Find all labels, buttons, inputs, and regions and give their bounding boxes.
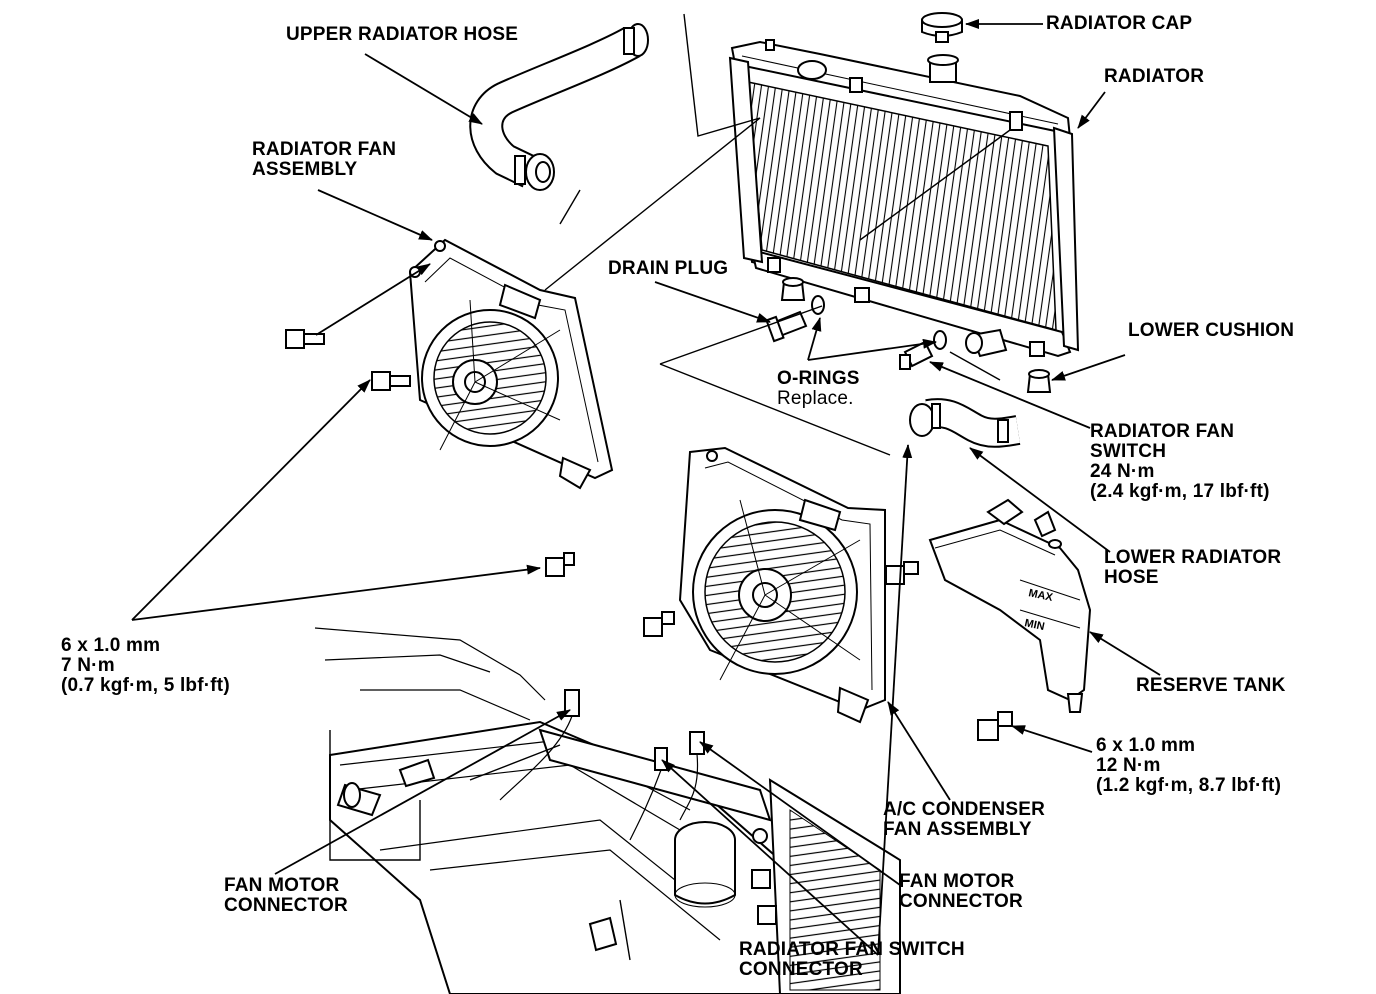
- o-rings-note: Replace.: [777, 388, 854, 409]
- label-lower-cushion: LOWER CUSHION: [1128, 320, 1295, 341]
- label-reserve-tank: RESERVE TANK: [1136, 675, 1286, 696]
- alignment-lines: [329, 13, 1011, 961]
- radiator: [728, 39, 1080, 358]
- label-radiator-fan-switch: RADIATOR FAN SWITCH 24 N·m (2.4 kgf·m, 1…: [1090, 421, 1270, 502]
- label-fan-motor-connector-right: FAN MOTOR CONNECTOR: [899, 871, 1023, 912]
- label-radiator-cap: RADIATOR CAP: [1046, 13, 1193, 34]
- label-radiator-fan-assembly: RADIATOR FAN ASSEMBLY: [252, 139, 397, 180]
- label-o-rings: O-RINGS Replace.: [777, 368, 860, 409]
- drain-plug: [765, 310, 808, 343]
- engine-bay: [314, 627, 901, 994]
- label-radiator: RADIATOR: [1104, 66, 1205, 87]
- label-lower-radiator-hose: LOWER RADIATOR HOSE: [1104, 547, 1282, 588]
- label-fan-motor-connector-left: FAN MOTOR CONNECTOR: [224, 875, 348, 916]
- bolt: [885, 561, 919, 585]
- bolt: [643, 611, 675, 637]
- lower-cushions: [780, 277, 1052, 393]
- leader-lines: [131, 19, 1161, 956]
- lower-radiator-hose: [909, 398, 1021, 448]
- label-bolt-spec-right: 6 x 1.0 mm 12 N·m (1.2 kgf·m, 8.7 lbf·ft…: [1096, 735, 1282, 796]
- o-rings: [811, 295, 947, 350]
- bolt: [371, 371, 411, 391]
- label-bolt-spec-left: 6 x 1.0 mm 7 N·m (0.7 kgf·m, 5 lbf·ft): [61, 635, 230, 696]
- radiator-cap: [921, 12, 963, 43]
- reserve-tank: MAX MIN: [928, 498, 1092, 713]
- tank-min-marking: MIN: [1023, 617, 1045, 633]
- bolt: [977, 711, 1013, 741]
- ac-condenser-fan-assembly: [678, 446, 886, 724]
- label-upper-radiator-hose: UPPER RADIATOR HOSE: [286, 24, 519, 45]
- radiator-fan-assembly: [408, 238, 614, 490]
- label-radiator-fan-switch-connector: RADIATOR FAN SWITCH CONNECTOR: [739, 939, 965, 980]
- bolt: [285, 329, 325, 349]
- label-drain-plug: DRAIN PLUG: [608, 258, 729, 279]
- bolt: [545, 552, 575, 577]
- upper-radiator-hose: [469, 23, 649, 191]
- tank-max-marking: MAX: [1027, 587, 1054, 604]
- label-ac-condenser-fan-assembly: A/C CONDENSER FAN ASSEMBLY: [883, 799, 1046, 840]
